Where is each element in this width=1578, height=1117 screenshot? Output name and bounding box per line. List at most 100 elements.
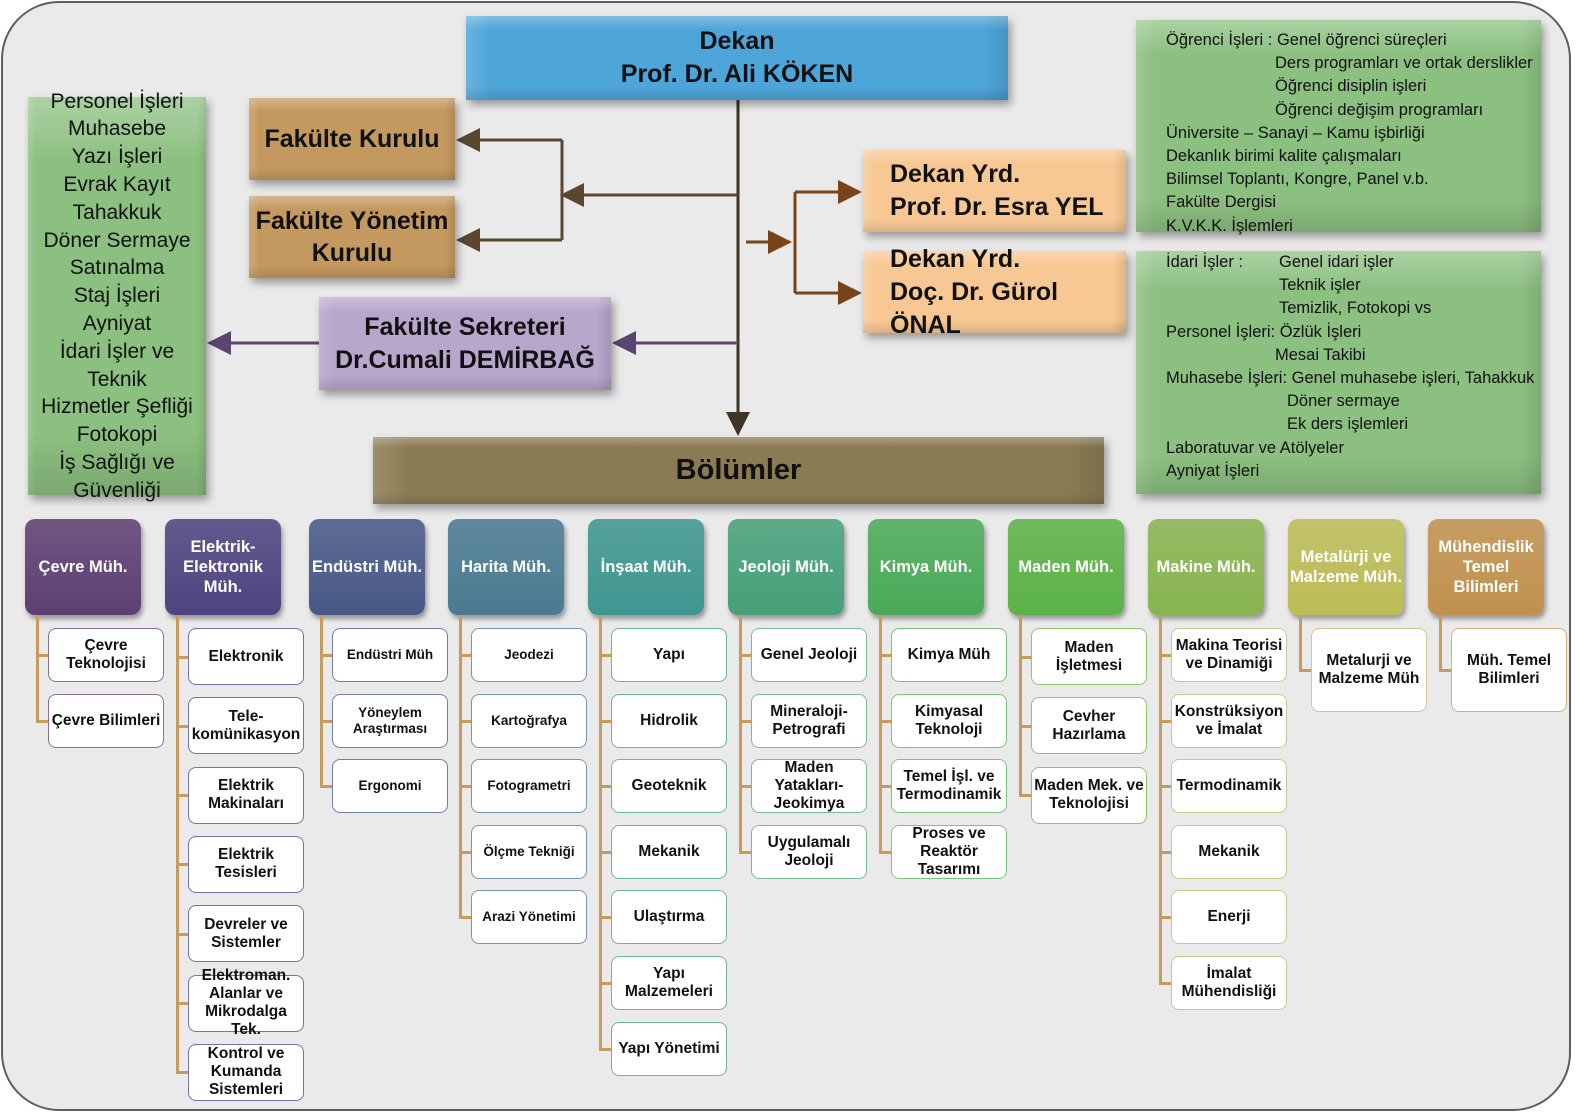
tree-branch-line [599,785,613,789]
tree-branch-line [599,654,613,657]
sub-department-label: Ergonomi [358,778,422,794]
department-head: Endüstri Müh. [309,519,425,615]
tree-connector-line [739,615,742,854]
sub-department-box: Yapı [611,628,727,682]
sub-department-box: Mekanik [1171,824,1287,879]
sub-department-label: Uygulamalı Jeoloji [767,833,851,869]
tree-branch-line [739,654,753,657]
duty-text: Dekanlık birimi kalite çalışmaları [1166,146,1402,165]
secretary-unit-item: Döner Sermaye [43,228,191,252]
faculty-board-label: Fakülte Kurulu [264,125,440,153]
tree-branch-line [599,1047,613,1051]
department-name: Maden Müh. [1018,558,1114,576]
tree-branch-line [1159,654,1173,657]
duty-item: Ek ders işlemleri [1166,413,1541,436]
tree-branch-line [1439,669,1453,672]
secretary-unit-item: Tahakkuk [72,200,162,224]
tree-branch-line [459,719,473,723]
vice-dean-1-duties-box: Öğrenci İşleri : Genel öğrenci süreçleri… [1136,20,1541,235]
tree-branch-line [1159,719,1173,723]
sub-department-box: Jeodezi [471,628,587,682]
duty-text: Muhasebe İşleri: Genel muhasebe işleri, … [1166,368,1535,387]
sub-department-box: Çevre Teknolojisi [48,628,164,682]
tree-branch-line [1019,724,1033,728]
secretary-title: Fakülte Sekreteri [364,312,566,341]
tree-connector-line [36,615,39,723]
sub-department-label: Tele-komünikasyon [191,707,301,743]
sub-department-label: Konstrüksiyon ve İmalat [1174,702,1284,738]
duty-text: Ders programları ve ortak derslikler [1275,54,1533,73]
sub-department-label: Makina Teorisi ve Dinamiği [1175,637,1283,672]
duty-item: Döner sermaye [1166,390,1541,413]
duty-text: Öğrenci değişim programları [1275,100,1484,119]
sub-department-label: Kimyasal Teknoloji [914,702,984,738]
vice-dean-1-name: Prof. Dr. Esra YEL [890,193,1104,221]
tree-branch-line [1159,916,1173,920]
department-name: Çevre Müh. [38,558,128,576]
secretary-unit-item: İş Sağlığı ve [59,450,175,474]
faculty-board-box: Fakülte Kurulu [249,98,455,180]
sub-department-label: Devreler ve Sistemler [204,915,288,951]
duty-item: Laboratuvar ve Atölyeler [1166,437,1541,460]
duty-item: Dekanlık birimi kalite çalışmaları [1166,145,1541,168]
secretary-name: Dr.Cumali DEMİRBAĞ [335,345,595,374]
sub-department-box: Kimya Müh [891,628,1007,682]
sub-department-box: Elektroman. Alanlar ve Mikrodalga Tek. [188,967,304,1038]
tree-branch-line [739,785,753,789]
duty-item: Öğrenci İşleri : Genel öğrenci süreçleri [1166,29,1541,52]
sub-department-label: Cevher Hazırlama [1052,707,1126,743]
sub-department-box: Kimyasal Teknoloji [891,693,1007,748]
tree-branch-line [176,1002,190,1005]
vice-dean-1-box: Dekan Yrd.Prof. Dr. Esra YEL [863,150,1126,232]
sub-department-label: Maden Mek. ve Teknolojisi [1034,777,1144,813]
duty-item: İdari İşler :Genel idari işler [1166,251,1541,274]
sub-department-box: Konstrüksiyon ve İmalat [1171,693,1287,748]
duty-text: Öğrenci disiplin işleri [1275,77,1427,96]
duty-item: Teknik işler [1166,274,1541,297]
sub-department-box: Elektronik [188,628,304,685]
vice-dean-2-title: Dekan Yrd. [890,244,1021,273]
tree-connector-line [1019,615,1022,798]
tree-branch-line [879,654,893,657]
sub-department-label: Temel İşl. ve Termodinamik [896,768,1002,804]
secretary-unit-item: Hizmetler Şefliği [41,395,193,419]
tree-connector-line [176,615,179,1075]
department-name: İnşaat Müh. [600,558,692,576]
sub-department-label: Geoteknik [631,777,707,795]
sub-department-label: Elektroman. Alanlar ve Mikrodalga Tek. [201,967,291,1038]
duty-text: Laboratuvar ve Atölyeler [1166,438,1344,457]
tree-branch-line [599,916,613,920]
tree-branch-line [1019,794,1033,798]
sub-department-box: Maden Mek. ve Teknolojisi [1031,766,1147,824]
department-name: Makine Müh. [1156,558,1256,576]
sub-department-label: Endüstri Müh [346,647,434,662]
tree-branch-line [879,785,893,789]
duty-text: Bilimsel Toplantı, Kongre, Panel v.b. [1166,170,1429,189]
sub-department-label: Kimya Müh [907,646,991,663]
sub-department-box: Elektrik Makinaları [188,766,304,824]
tree-branch-line [176,724,190,728]
tree-branch-line [36,719,50,723]
tree-branch-line [879,850,893,854]
tree-branch-line [459,916,473,920]
tree-branch-line [739,850,753,854]
duty-item: Mesai Takibi [1166,344,1541,367]
sub-department-label: Genel Jeoloji [760,646,858,663]
department-head: Metalürji ve Malzeme Müh. [1288,519,1404,615]
duty-item: Üniversite – Sanayi – Kamu işbirliği [1166,122,1541,145]
secretary-unit-item: Muhasebe [67,117,167,141]
department-name: Endüstri Müh. [312,558,422,576]
tree-branch-line [459,850,473,854]
tree-branch-line [599,719,613,723]
department-name: Metalürji ve Malzeme Müh. [1290,548,1402,586]
departments-header: Bölümler [675,454,802,486]
sub-department-box: Ergonomi [332,759,448,814]
department-name: Harita Müh. [461,558,551,576]
department-head: Jeoloji Müh. [728,519,844,615]
department-head: Çevre Müh. [25,519,141,615]
duty-text: Döner sermaye [1287,392,1400,411]
tree-connector-line [1299,615,1302,672]
tree-branch-line [1159,850,1173,854]
